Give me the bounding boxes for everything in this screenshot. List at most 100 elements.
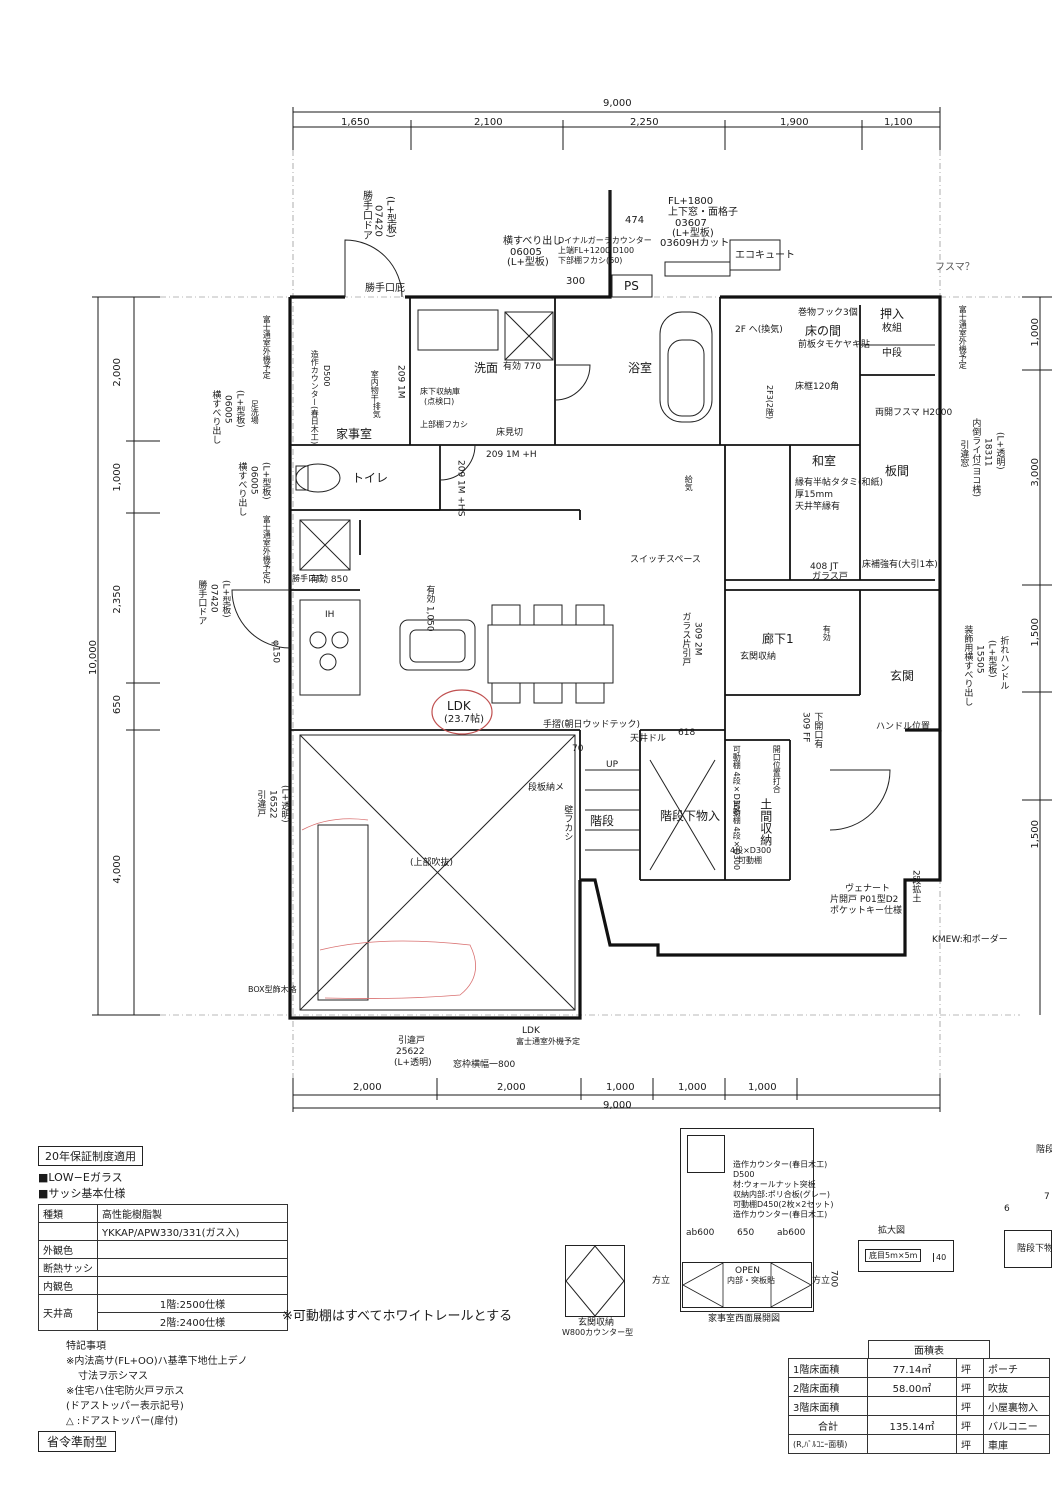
left-dim-5: 4,000 bbox=[112, 855, 123, 884]
note-exhaust: 排気 bbox=[372, 402, 382, 418]
note-m209-hs: 209 1M +HS bbox=[455, 460, 466, 517]
counter-elevation bbox=[680, 1128, 814, 1312]
area-label: 合計 bbox=[788, 1415, 868, 1435]
left-dim-1: 2,000 bbox=[112, 358, 123, 387]
spec-table: 種類高性能樹脂製 YKKAP/APW330/331(ガス入) 外観色 断熱サッシ… bbox=[38, 1204, 288, 1331]
spec-row-value bbox=[97, 1240, 288, 1259]
note-switch-space: スイッチスペース bbox=[630, 555, 701, 565]
grade-badge: 省令準耐型 bbox=[38, 1431, 117, 1452]
note-dryer: Dイナルガーラカウンター bbox=[558, 236, 652, 245]
note-floor-cut: 床見切 bbox=[496, 428, 524, 438]
note-dryer-2: 上端FL+1200 D100 bbox=[558, 246, 635, 255]
spec-line2: ■サッシ基本仕様 bbox=[38, 1187, 126, 1200]
note-door-top-left-3: (L+型板) bbox=[384, 196, 396, 238]
area-value: 58.00㎡ bbox=[867, 1377, 957, 1397]
note-300: 300 bbox=[566, 276, 586, 287]
ab600-left: ab600 bbox=[686, 1228, 715, 1238]
counter-shelf: 可動棚D450(2枚×2セット) bbox=[733, 1200, 834, 1209]
left-total-dimension: 10,000 bbox=[88, 640, 99, 675]
bottom-total-dimension: 9,000 bbox=[603, 1100, 632, 1111]
note-door-left: 勝手口ドア bbox=[196, 580, 207, 625]
houdate-right: 方立 bbox=[812, 1276, 831, 1286]
special-5: △ :ドアストッパー(扉付) bbox=[66, 1416, 179, 1427]
note-arrow-label: 有効 bbox=[822, 625, 832, 641]
note-slide-left: 引違戸 bbox=[255, 790, 266, 817]
note-step2: 2段拡土 bbox=[910, 870, 921, 903]
bottom-dim-4: 1,000 bbox=[678, 1082, 707, 1093]
top-dim-1: 1,650 bbox=[341, 117, 370, 128]
note-03609: 03609Hカット bbox=[660, 238, 730, 249]
ceiling-2f: 2階:2400仕様 bbox=[97, 1312, 288, 1331]
top-dim-2: 2,100 bbox=[474, 117, 503, 128]
note-tatami-3: 天井竿縁有 bbox=[795, 502, 841, 512]
note-slide-door-bottom-3: (L+透明) bbox=[394, 1058, 432, 1068]
shoe-cabinet-lines bbox=[565, 1245, 625, 1317]
shoe-cabinet-label-2: W800カウンター型 bbox=[562, 1328, 634, 1337]
area-label: 3階床面積 bbox=[788, 1396, 868, 1416]
note-iron-d300-4: 4段×D300 bbox=[730, 846, 772, 855]
note-stair-end: 段板納メ bbox=[528, 783, 565, 793]
spec-row-value bbox=[97, 1276, 288, 1295]
note-indoor-dry: 室内物干 bbox=[370, 370, 380, 402]
note-474: 474 bbox=[625, 215, 645, 226]
note-counter-2: D500 bbox=[322, 365, 332, 387]
note-slide-left-b-3: (L+型板) bbox=[260, 462, 271, 500]
left-dim-3: 2,350 bbox=[112, 585, 123, 614]
counter-d: D500 bbox=[733, 1170, 755, 1179]
note-upper-shelf: 上部棚フカシ bbox=[420, 420, 468, 429]
bottom-dim-3: 1,000 bbox=[606, 1082, 635, 1093]
shoe-cabinet-label: 玄関収納 bbox=[578, 1318, 615, 1328]
note-03607: 03607 bbox=[675, 218, 707, 229]
area-unit: 坪 bbox=[956, 1434, 984, 1454]
special-3: ※住宅ハ住宅防火戸ヲ示ス bbox=[66, 1386, 185, 1397]
note-slide-door-bottom: 引違戸 bbox=[398, 1036, 426, 1046]
left-dim-2: 1,000 bbox=[112, 463, 123, 492]
note-m209-h: 209 1M +H bbox=[486, 450, 537, 460]
note-venato-2: 片開戸 P01型D2 bbox=[830, 895, 899, 905]
ab600-right: ab600 bbox=[777, 1228, 806, 1238]
note-ff309: 309 FF bbox=[800, 712, 811, 743]
far-right-box: 階段下物 bbox=[1004, 1230, 1052, 1268]
note-ldk-future: LDK bbox=[522, 1026, 540, 1036]
room-closet: 押入 bbox=[880, 307, 905, 321]
spec-row-label bbox=[38, 1222, 98, 1241]
note-right-ent-4: 折れハンドル bbox=[998, 636, 1009, 690]
note-door-left-2: 07420 bbox=[208, 584, 219, 613]
note-yuka: 有効 850 bbox=[310, 575, 349, 585]
note-slide-top: 横すべり出し bbox=[503, 236, 563, 247]
right-dim-1: 1,000 bbox=[1030, 318, 1041, 347]
room-housework: 家事室 bbox=[336, 427, 373, 441]
note-door-top-left: 勝手口ドア bbox=[360, 190, 372, 240]
area-unit: 坪 bbox=[956, 1358, 984, 1378]
right-dim-3: 1,500 bbox=[1030, 618, 1041, 647]
note-iron-d300-3: 可動棚 4段×D300 bbox=[732, 800, 742, 871]
area-table: 1階床面積 77.14㎡ 坪 ポーチ 2階床面積 58.00㎡ 坪 吹抜 3階床… bbox=[788, 1358, 1050, 1454]
note-slide-left-3: (L+透明) bbox=[279, 785, 290, 823]
area-extra: 小屋裏物入 bbox=[983, 1396, 1050, 1416]
note-03607-sub: (L+型板) bbox=[672, 228, 714, 239]
note-ceiling-rail: 天井ドル bbox=[630, 734, 667, 744]
handwritten-note: フスマ？ bbox=[935, 262, 975, 273]
room-toilet: トイレ bbox=[352, 471, 389, 485]
right-dim-4: 1,500 bbox=[1030, 820, 1041, 849]
room-tokonoma: 床の間 bbox=[805, 324, 842, 338]
top-total-dimension: 9,000 bbox=[603, 98, 632, 109]
note-glass-door-2: 309 2M bbox=[692, 622, 703, 656]
note-washer-storage: 床下収納庫 bbox=[420, 387, 460, 396]
far-right-1: 階段 bbox=[1036, 1145, 1052, 1155]
zoom-inner: 底目5m×5m bbox=[865, 1249, 922, 1262]
shoe-cabinet-drawing bbox=[565, 1245, 625, 1317]
note-tatami-2: 厚15mm bbox=[795, 490, 833, 500]
counter-mat: 材:ウォールナット突板 bbox=[733, 1180, 816, 1189]
zoom-40: 40 bbox=[933, 1253, 946, 1262]
note-katte-left: 勝手口庇 bbox=[292, 574, 324, 583]
note-yuka-2: 有効 1,050 bbox=[424, 585, 435, 632]
open-panel-lines bbox=[682, 1262, 812, 1308]
note-iron-d300-5: 可動棚 bbox=[738, 856, 762, 865]
dim-650: 650 bbox=[737, 1228, 755, 1238]
note-washer-storage-2: (点検口) bbox=[424, 397, 455, 406]
note-fl1800: FL+1800 bbox=[668, 196, 714, 207]
note-entrance-storage: 玄関収納 bbox=[740, 652, 777, 662]
note-kmew: KMEW:和ボーダー bbox=[932, 935, 1008, 945]
